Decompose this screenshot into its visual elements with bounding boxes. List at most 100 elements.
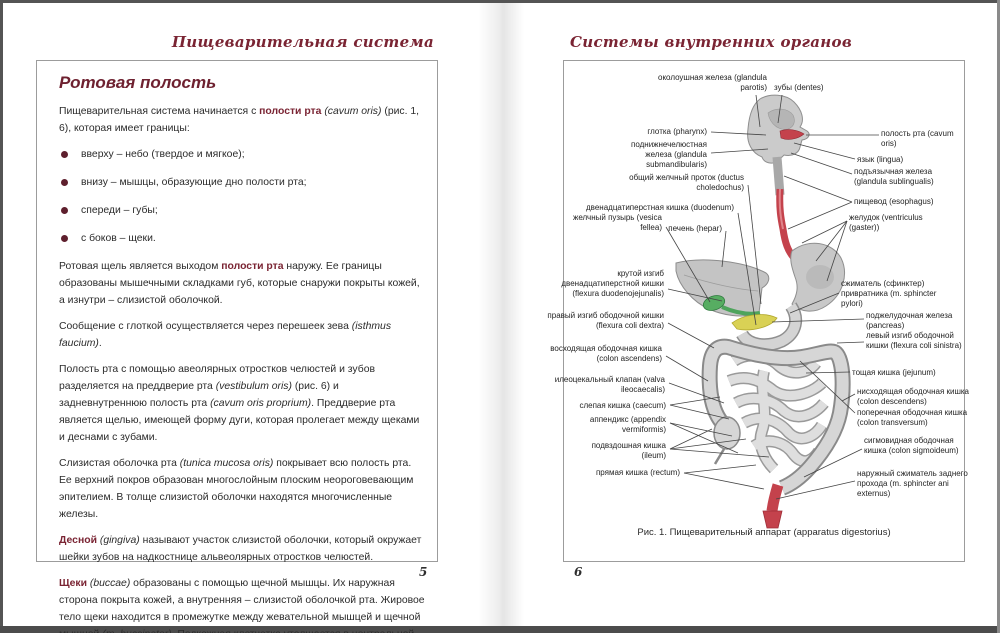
leader-line bbox=[667, 288, 723, 302]
text-run: вверху – небо (твердое и мягкое); bbox=[81, 149, 245, 160]
colon bbox=[703, 340, 849, 494]
anatomy-figure bbox=[665, 94, 879, 529]
bullet-item: внизу – мышцы, образующие дно полости рт… bbox=[59, 174, 425, 191]
term-latin: (gingiva) bbox=[99, 535, 140, 546]
text-run: с боков – щеки. bbox=[81, 233, 156, 244]
leader-line bbox=[669, 422, 739, 454]
diagram-label: нисходящая ободочная кишка (colon descen… bbox=[857, 387, 970, 406]
liver bbox=[675, 259, 770, 317]
diagram-label: печень (hepar) bbox=[668, 224, 722, 233]
paragraph: Полость рта с помощью авеолярных отростк… bbox=[59, 361, 425, 446]
term-bold: Щеки bbox=[59, 578, 87, 589]
text-run: спереди – губы; bbox=[81, 205, 158, 216]
term-latin: (isthmus faucium) bbox=[59, 321, 392, 349]
text-run: покрывает всю полость рта. Ее верхний по… bbox=[59, 458, 414, 520]
diagram-label: слепая кишка (caecum) bbox=[579, 401, 666, 410]
digestive-diagram: околоушная железа (glandula parotis)зубы… bbox=[547, 61, 969, 561]
leader-line bbox=[801, 220, 848, 244]
diagram-label: тощая кишка (jejunum) bbox=[852, 368, 936, 377]
page-title: Ротовая полость bbox=[59, 73, 217, 92]
text-run: Сообщение с глоткой осуществляется через… bbox=[59, 321, 352, 332]
diagram-label: двенадцатиперстная кишка (duodenum) bbox=[586, 203, 734, 212]
appendix bbox=[713, 448, 726, 465]
diagram-label: сигмовидная ободочная кишка (colon sigmo… bbox=[864, 436, 959, 455]
term-latin: (cavum oris proprium) bbox=[210, 398, 312, 409]
diagram-label: поперечная ободочная кишка (colon transv… bbox=[857, 408, 968, 427]
leader-line bbox=[803, 448, 863, 478]
leader-line bbox=[669, 422, 733, 437]
paragraph: Слизистая оболочка рта (tunica mucosa or… bbox=[59, 455, 425, 523]
bullet-dot bbox=[61, 179, 68, 186]
leader-line bbox=[777, 94, 783, 124]
bullet-item: спереди – губы; bbox=[59, 202, 425, 219]
duodenum bbox=[737, 303, 801, 350]
leader-line bbox=[775, 480, 856, 500]
frame-edge-right bbox=[997, 0, 1000, 633]
page-number-left: 5 bbox=[419, 565, 428, 579]
term-latin: (m. buccinator) bbox=[102, 629, 171, 633]
diagram-label: желудок (ventriculus (gaster)) bbox=[849, 213, 923, 232]
running-head-right: Системы внутренних органов bbox=[570, 33, 852, 51]
leader-line bbox=[721, 230, 727, 268]
bile-duct bbox=[721, 305, 761, 316]
text-run: . Преддверие рта является щелью, имеющей… bbox=[59, 398, 420, 443]
leader-line bbox=[787, 201, 853, 230]
diagram-label: полость рта (cavum oris) bbox=[881, 129, 954, 148]
text-run: Слизистая оболочка рта bbox=[59, 458, 180, 469]
diagram-label: наружный сжиматель заднего прохода (m. s… bbox=[857, 469, 968, 498]
leader-line bbox=[665, 226, 711, 303]
leader-line bbox=[737, 212, 757, 326]
leader-line bbox=[683, 472, 765, 490]
text-run: Ротовая щель является выходом bbox=[59, 261, 222, 272]
stomach-shading bbox=[806, 265, 834, 289]
leader-line bbox=[789, 292, 840, 314]
bullet-item: с боков – щеки. bbox=[59, 230, 425, 247]
text-run: (рис. 6) и задневнутреннюю полость рта bbox=[59, 381, 339, 409]
bullet-dot bbox=[61, 207, 68, 214]
paragraph: Сообщение с глоткой осуществляется через… bbox=[59, 318, 425, 352]
leader-line bbox=[710, 131, 767, 136]
leader-line bbox=[669, 448, 770, 458]
rectum bbox=[766, 483, 784, 512]
frame-edge-top bbox=[0, 0, 1000, 3]
text-run: . bbox=[98, 338, 102, 349]
diagram-label: подъязычная железа (glandula sublinguali… bbox=[854, 167, 934, 186]
text-run: Полость рта с помощью авеолярных отростк… bbox=[59, 364, 375, 392]
leader-line bbox=[790, 152, 853, 175]
mouth-tongue bbox=[779, 129, 805, 140]
esophagus-highlight bbox=[778, 188, 784, 230]
anal-canal bbox=[762, 510, 783, 529]
diagram-label: подвздошная кишка (ileum) bbox=[591, 441, 666, 460]
figure-caption: Рис. 1. Пищеварительный аппарат (apparat… bbox=[637, 527, 891, 538]
diagram-label: аппендикс (appendix vermiformis) bbox=[589, 415, 666, 434]
liver-lobe-line bbox=[683, 274, 759, 292]
leader-line bbox=[815, 220, 848, 262]
diagram-label: крутой изгиб двенадцатиперстной кишки (f… bbox=[561, 269, 664, 298]
head-profile bbox=[747, 94, 810, 164]
paragraph: Щеки (buccae) образованы с помощью щечно… bbox=[59, 575, 425, 633]
text-run: образованы с помощью щечной мышцы. Их на… bbox=[59, 578, 425, 633]
leader-line bbox=[747, 184, 762, 305]
diagram-label: правый изгиб ободочной кишки (flexura co… bbox=[547, 311, 664, 330]
leader-line bbox=[805, 371, 851, 374]
body-text: Пищеварительная система начинается с пол… bbox=[59, 103, 425, 633]
leader-line bbox=[755, 94, 761, 128]
leader-line bbox=[710, 148, 769, 154]
leader-line bbox=[841, 393, 856, 402]
text-run: Пищеварительная система начинается с bbox=[59, 106, 260, 117]
leader-line bbox=[783, 175, 853, 203]
text-run: (рис. 1, 6), которая имеет границы: bbox=[59, 106, 420, 134]
frame-edge-left bbox=[0, 0, 3, 633]
diagram-label: прямая кишка (rectum) bbox=[595, 468, 680, 477]
leader-line bbox=[683, 464, 757, 474]
diagram-label: поднижнечелюстная железа (glandula subma… bbox=[631, 140, 707, 169]
paragraph: Пищеварительная система начинается с пол… bbox=[59, 103, 425, 137]
leader-line bbox=[669, 438, 747, 450]
page-left-content: Ротовая полость Пищеварительная система … bbox=[59, 71, 425, 633]
diagram-label: язык (lingua) bbox=[857, 155, 904, 164]
term-latin: (tunica mucosa oris) bbox=[179, 458, 274, 469]
book-gutter-shadow bbox=[478, 3, 524, 626]
term-latin: (vestibulum oris) bbox=[215, 381, 292, 392]
bullet-dot bbox=[61, 151, 68, 158]
diagram-label: зубы (dentes) bbox=[774, 83, 824, 92]
